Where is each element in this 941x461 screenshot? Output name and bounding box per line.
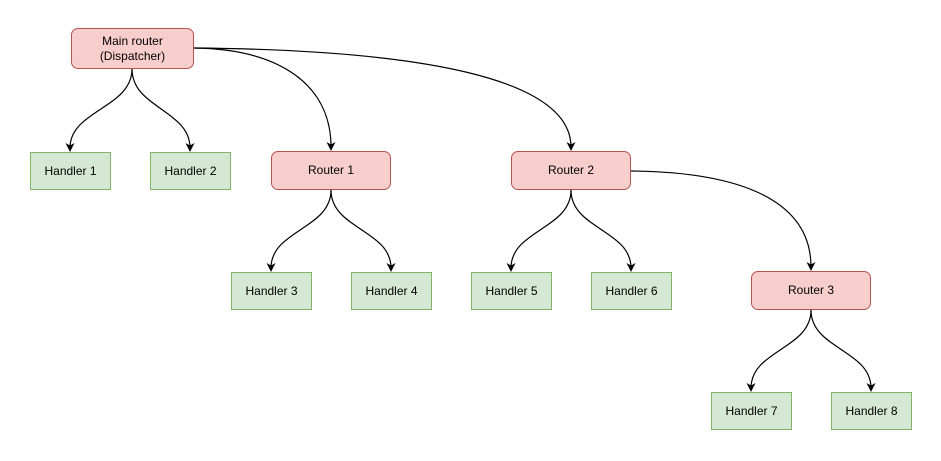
- edge-line: [330, 189, 392, 269]
- edge-router-3-to-handler-7: [746, 309, 812, 392]
- node-label: Main router (Dispatcher): [99, 33, 166, 63]
- node-label: Handler 4: [365, 283, 418, 298]
- node-label: Router 1: [307, 163, 355, 177]
- node-main-router[interactable]: Main router (Dispatcher): [71, 28, 194, 69]
- edge-router-1-to-handler-4: [330, 189, 396, 272]
- node-label: Handler 7: [725, 403, 778, 418]
- node-handler-7[interactable]: Handler 7: [711, 392, 792, 430]
- edge-router-1-to-handler-3: [266, 189, 332, 272]
- arrowhead-icon: [626, 263, 636, 272]
- arrowhead-icon: [806, 262, 816, 271]
- edge-line: [630, 170, 812, 268]
- node-label: Handler 6: [605, 283, 658, 298]
- edge-main-to-handler-2: [131, 68, 195, 152]
- node-router-3[interactable]: Router 3: [751, 271, 871, 310]
- arrowhead-icon: [266, 263, 276, 272]
- arrowhead-icon: [185, 143, 195, 152]
- edge-line: [510, 189, 572, 269]
- edge-line: [131, 68, 191, 149]
- edge-line: [810, 309, 872, 389]
- node-label: Handler 3: [245, 283, 298, 298]
- edge-router-2-to-handler-6: [570, 189, 636, 272]
- arrowhead-icon: [866, 383, 876, 392]
- node-handler-2[interactable]: Handler 2: [150, 152, 231, 190]
- arrowhead-icon: [506, 263, 516, 272]
- edge-router-2-to-router-3: [630, 170, 816, 271]
- node-label: Router 3: [787, 283, 835, 297]
- edge-line: [193, 47, 332, 148]
- edge-line: [69, 68, 133, 149]
- edge-line: [270, 189, 332, 269]
- node-handler-8[interactable]: Handler 8: [831, 392, 912, 430]
- edge-router-3-to-handler-8: [810, 309, 876, 392]
- arrowhead-icon: [566, 142, 576, 151]
- arrowhead-icon: [65, 143, 75, 152]
- arrowhead-icon: [386, 263, 396, 272]
- node-router-2[interactable]: Router 2: [511, 151, 631, 190]
- edge-line: [750, 309, 812, 389]
- node-handler-1[interactable]: Handler 1: [30, 152, 111, 190]
- node-label: Handler 2: [164, 163, 217, 178]
- edge-router-2-to-handler-5: [506, 189, 572, 272]
- node-router-1[interactable]: Router 1: [271, 151, 391, 190]
- node-handler-3[interactable]: Handler 3: [231, 272, 312, 310]
- edge-line: [193, 47, 572, 148]
- edge-line: [570, 189, 632, 269]
- arrowhead-icon: [746, 383, 756, 392]
- arrowhead-icon: [326, 142, 336, 151]
- edge-main-to-router-1: [193, 47, 336, 151]
- edge-main-to-router-2: [193, 47, 576, 151]
- node-handler-4[interactable]: Handler 4: [351, 272, 432, 310]
- node-label: Handler 1: [44, 163, 97, 178]
- node-label: Handler 8: [845, 403, 898, 418]
- edge-main-to-handler-1: [65, 68, 133, 152]
- node-handler-6[interactable]: Handler 6: [591, 272, 672, 310]
- node-label: Handler 5: [485, 283, 538, 298]
- node-label: Router 2: [547, 163, 595, 177]
- node-handler-5[interactable]: Handler 5: [471, 272, 552, 310]
